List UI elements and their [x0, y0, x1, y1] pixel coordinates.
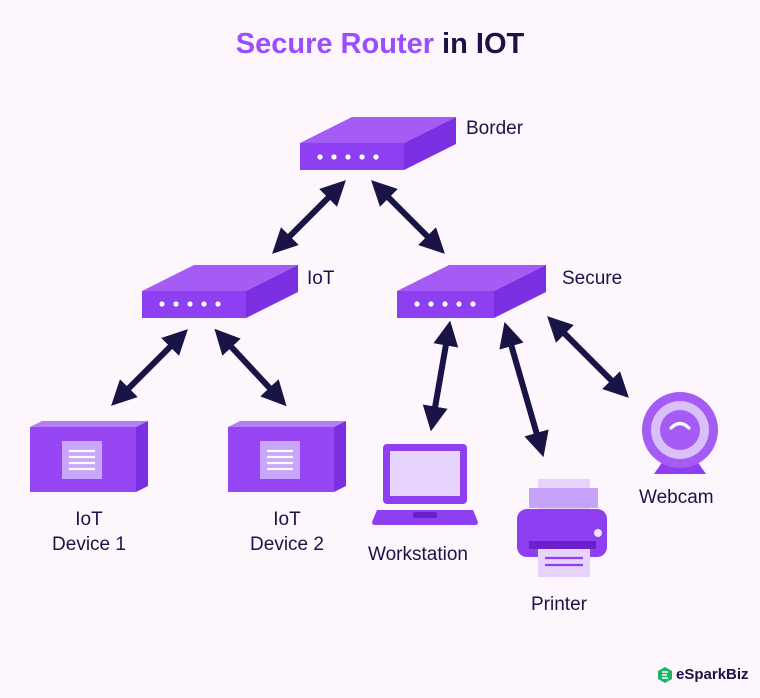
- esparkbiz-logo-icon: [658, 666, 672, 683]
- title-accent: Secure Router: [235, 28, 434, 60]
- brand-name: eSparkBiz: [676, 666, 749, 683]
- border-router-label: Border: [466, 118, 524, 139]
- webcam-icon: [642, 392, 718, 474]
- printer-icon: [517, 479, 607, 577]
- workstation-label: Workstation: [368, 544, 468, 565]
- border-router-icon: [300, 117, 456, 170]
- arrow-iot-device-2: [214, 328, 287, 407]
- printer-label: Printer: [531, 594, 587, 615]
- page-title: Secure Router in IOT: [0, 28, 760, 61]
- iot-device-2-icon: [228, 421, 346, 492]
- iot-device-1-label-line1: IoT: [75, 509, 103, 530]
- arrow-secure-printer: [499, 321, 549, 458]
- laptop-icon: [372, 444, 478, 525]
- iot-device-1-label: IoT Device 1: [30, 507, 148, 557]
- arrow-secure-webcam: [547, 316, 629, 398]
- iot-router-icon: [142, 265, 298, 318]
- title-rest: in IOT: [434, 28, 525, 60]
- arrow-secure-workstation: [422, 320, 459, 432]
- arrow-border-secure: [371, 180, 445, 254]
- arrow-iot-device-1: [111, 329, 188, 406]
- iot-device-2-label-line1: IoT: [273, 509, 301, 530]
- iot-device-1-label-line2: Device 1: [52, 534, 126, 555]
- iot-router-label: IoT: [307, 268, 335, 289]
- webcam-label: Webcam: [639, 487, 714, 508]
- secure-router-label: Secure: [562, 268, 623, 289]
- iot-device-2-label-line2: Device 2: [250, 534, 324, 555]
- iot-device-2-label: IoT Device 2: [228, 507, 346, 557]
- arrow-border-iot: [272, 180, 346, 254]
- iot-device-1-icon: [30, 421, 148, 492]
- secure-router-icon: [397, 265, 546, 318]
- brand-logo: eSparkBiz: [658, 666, 749, 683]
